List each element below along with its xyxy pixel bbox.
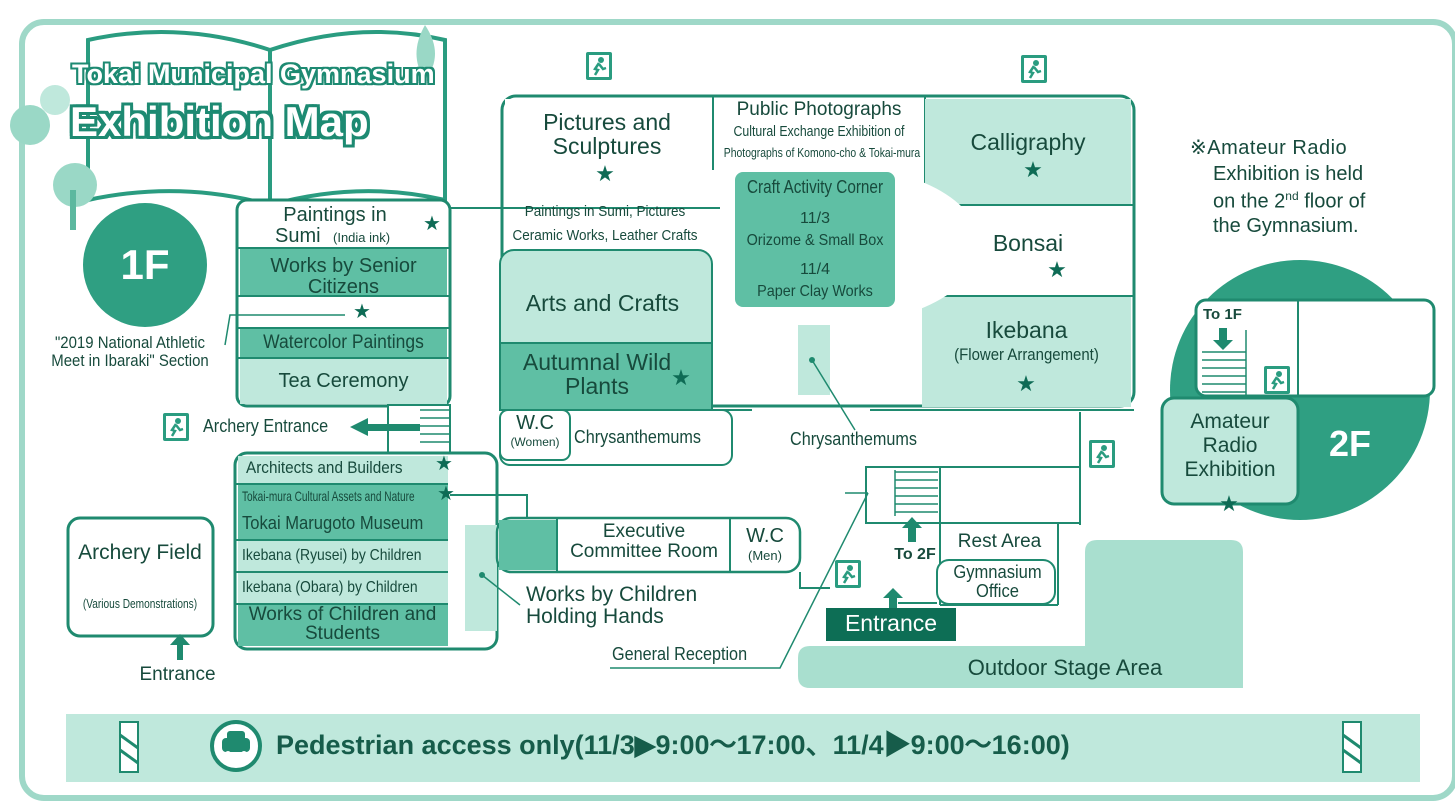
emergency-exit-icon: [1089, 440, 1115, 468]
outdoor-stage-label: Outdoor Stage Area: [967, 655, 1163, 680]
women-label: (Women): [510, 435, 560, 449]
marugoto-label: Tokai Marugoto Museum: [242, 513, 424, 533]
room-ikebana: Ikebana: [985, 317, 1068, 343]
amateur-radio-room: [1160, 396, 1300, 506]
craft-date-1: 11/3: [800, 210, 830, 227]
outdoor-stage: [798, 540, 1243, 688]
note-line-1: ※Amateur Radio: [1190, 137, 1348, 159]
architects-label: Architects and Builders: [246, 458, 403, 477]
room-arts-crafts: Arts and Crafts: [525, 290, 680, 316]
emergency-exit-icon: [1021, 55, 1047, 83]
india-ink-label: (India ink): [333, 230, 391, 245]
ikebana-room: [922, 295, 1131, 407]
star-icon: ★: [423, 213, 441, 235]
pedestrian-notice: Pedestrian access only(11/3▶9:00～17:00、1…: [276, 730, 1070, 760]
calligraphy-room: [925, 99, 1131, 205]
ceramic-leather-label: Ceramic Works, Leather Crafts: [512, 227, 698, 244]
sumi-pictures-label: Paintings in Sumi, Pictures: [524, 203, 686, 220]
room-watercolor: Watercolor Paintings: [263, 332, 424, 353]
wc-women-label: W.C: [516, 412, 554, 434]
main-entrance-label: Entrance: [826, 608, 956, 641]
various-demos-label: (Various Demonstrations): [82, 596, 198, 611]
floor-1f-label: 1F: [120, 241, 170, 288]
cultural-exchange-label: Cultural Exchange Exhibition of: [733, 123, 905, 140]
book-illustration: [10, 25, 447, 230]
archery-arrow: [350, 418, 420, 436]
room-pictures-sculptures: Pictures and Sculptures: [543, 109, 671, 160]
barrier-icon-left: [119, 721, 139, 773]
ikebana-obara-label: Ikebana (Obara) by Children: [242, 579, 418, 596]
gym-office-label: Gymnasium Office: [953, 562, 1042, 601]
chrysanthemums-label-2: Chrysanthemums: [790, 429, 917, 449]
paper-clay-label: Paper Clay Works: [757, 283, 873, 300]
emergency-exit-icon: [835, 560, 861, 588]
room-works-children: Works of Children and Students: [248, 604, 437, 644]
room-tea-ceremony: Tea Ceremony: [278, 370, 409, 392]
archery-field-label: Archery Field: [78, 541, 202, 564]
craft-date-2: 11/4: [800, 261, 830, 278]
map-title: Exhibition Map: [70, 98, 369, 145]
orizome-label: Orizome & Small Box: [746, 232, 884, 249]
autumnal-room: [499, 342, 713, 411]
star-icon: ★: [1047, 257, 1067, 282]
room-autumnal: Autumnal Wild Plants: [522, 349, 672, 400]
national-meet-label: "2019 National Athletic Meet in Ibaraki"…: [51, 333, 209, 370]
room-calligraphy: Calligraphy: [970, 129, 1086, 155]
emergency-exit-icon: [586, 52, 612, 80]
map-title-line1: Tokai Municipal Gymnasium: [72, 59, 435, 89]
note-line-4: the Gymnasium.: [1213, 215, 1359, 237]
star-icon: ★: [435, 453, 453, 475]
amateur-radio-label: Amateur Radio Exhibition: [1184, 410, 1276, 482]
floor-1f-badge: [83, 203, 207, 327]
flower-arrangement-label: (Flower Arrangement): [954, 345, 1099, 364]
executive-room-label: Executive Committee Room: [570, 521, 718, 562]
men-label: (Men): [748, 548, 782, 563]
sumi-label: Sumi: [275, 225, 321, 247]
no-vehicles-icon: [210, 720, 262, 772]
star-icon: ★: [1219, 491, 1239, 516]
chrysanthemums-label: Chrysanthemums: [574, 427, 701, 447]
star-icon: ★: [1023, 157, 1043, 182]
craft-corner-label: Craft Activity Corner: [747, 177, 884, 197]
public-photographs-label: Public Photographs: [736, 99, 902, 120]
room-bonsai: Bonsai: [992, 230, 1064, 256]
archery-field: [66, 516, 215, 638]
general-reception-label: General Reception: [612, 644, 748, 664]
executive-row: [495, 516, 802, 574]
banner-bar: [66, 714, 1420, 782]
ikebana-ryusei-label: Ikebana (Ryusei) by Children: [242, 547, 422, 564]
star-icon: ★: [437, 483, 455, 505]
holding-hands-label: Works by Children Holding Hands: [526, 583, 698, 629]
star-icon: ★: [595, 161, 615, 186]
paintings-sumi-label: Paintings in: [283, 204, 387, 226]
photographs-of-label: Photographs of Komono-cho & Tokai-mura: [723, 145, 921, 160]
barrier-icon-right: [1342, 721, 1362, 773]
star-icon: ★: [671, 365, 691, 390]
to-2f-label: To 2F: [894, 546, 936, 563]
star-icon: ★: [353, 301, 371, 323]
cultural-assets-label: Tokai-mura Cultural Assets and Nature: [242, 488, 415, 504]
emergency-exit-icon: [1264, 366, 1290, 394]
note-line-3: on the 2nd floor of: [1213, 189, 1366, 213]
floor-2f-label: 2F: [1328, 423, 1371, 464]
archery-entrance-text: Entrance: [139, 664, 216, 685]
room-works-senior: Works by Senior Citizens: [270, 255, 417, 298]
star-icon: ★: [1016, 371, 1036, 396]
note-line-2: Exhibition is held: [1213, 163, 1364, 185]
rest-area-label: Rest Area: [957, 531, 1042, 552]
craft-corner: [735, 172, 895, 307]
to-1f-label: To 1F: [1203, 306, 1242, 323]
emergency-exit-icon: [163, 413, 189, 441]
archery-entrance-label: Archery Entrance: [203, 416, 329, 436]
wc-men-label: W.C: [746, 525, 784, 547]
